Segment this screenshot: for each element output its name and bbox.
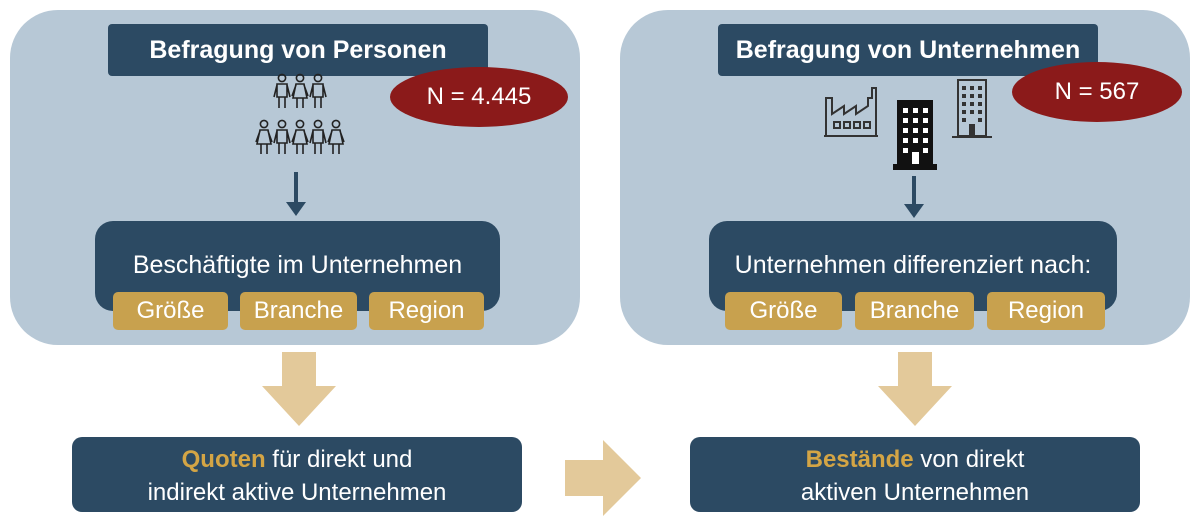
chip-branch-left: Branche (240, 292, 357, 330)
stocks-line1: Bestände von direkt (690, 443, 1140, 476)
quotas-accent: Quoten (181, 446, 266, 473)
companies-box-label: Unternehmen differenziert nach: (734, 251, 1092, 279)
quotas-line1: Quoten für direkt und (72, 443, 522, 476)
stocks-box: Bestände von direkt aktiven Unternehmen (690, 437, 1140, 512)
stocks-line2: aktiven Unternehmen (800, 479, 1030, 506)
big-arrow-down-right-icon (878, 352, 952, 426)
companies-survey-title: Befragung von Unternehmen (718, 24, 1098, 76)
big-arrow-down-left-icon (262, 352, 336, 426)
office-building-dark-icon (893, 100, 937, 170)
chip-branch-right: Branche (855, 292, 974, 330)
persons-sample-badge: N = 4.445 (390, 67, 568, 127)
factory-icon (822, 84, 880, 138)
stocks-accent: Bestände (805, 446, 914, 473)
quotas-line2: indirekt aktive Unternehmen (147, 479, 447, 506)
big-arrow-right-icon (565, 440, 641, 516)
chip-region-left: Region (369, 292, 484, 330)
persons-survey-title: Befragung von Personen (108, 24, 488, 76)
companies-sample-badge: N = 567 (1012, 62, 1182, 122)
arrow-down-icon (902, 176, 926, 222)
chip-region-right: Region (987, 292, 1105, 330)
quotas-box: Quoten für direkt und indirekt aktive Un… (72, 437, 522, 512)
stocks-line1-rest: von direkt (913, 446, 1025, 473)
chip-size-right: Größe (725, 292, 842, 330)
people-group-icon (248, 72, 358, 172)
office-building-light-icon (950, 78, 994, 140)
arrow-down-icon (284, 172, 308, 218)
chip-size-left: Größe (113, 292, 228, 330)
quotas-line1-rest: für direkt und (265, 446, 413, 473)
employees-box-label: Beschäftigte im Unternehmen (132, 251, 463, 279)
